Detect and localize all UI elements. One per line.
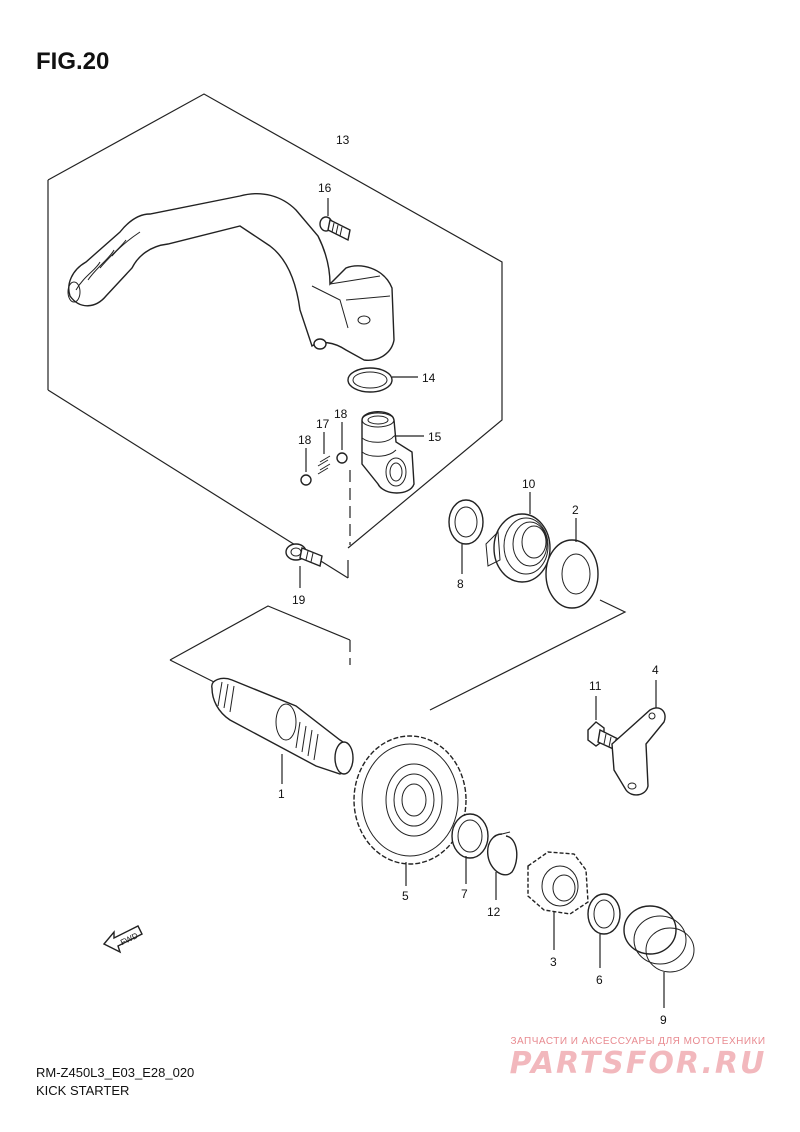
ball-18b — [336, 422, 348, 464]
callout-1: 1 — [278, 787, 285, 801]
kick-boss-15 — [361, 411, 424, 494]
kick-gear-5 — [353, 735, 467, 886]
return-spring-10 — [485, 492, 551, 583]
callout-2: 2 — [572, 503, 579, 517]
starter-drive-gear-3 — [527, 851, 589, 950]
callout-12: 12 — [487, 905, 501, 919]
callout-16: 16 — [318, 181, 332, 195]
callout-13: 13 — [336, 133, 350, 147]
circlip-12 — [487, 831, 518, 900]
callout-4: 4 — [652, 663, 659, 677]
spring-9 — [623, 905, 695, 1008]
fwd-arrow-icon: FWD — [102, 925, 143, 954]
kick-lever — [67, 192, 395, 361]
footer: RM-Z450L3_E03_E28_020 KICK STARTER — [36, 1064, 194, 1100]
diagram-name: KICK STARTER — [36, 1083, 130, 1098]
callout-5: 5 — [402, 889, 409, 903]
watermark: ЗАПЧАСТИ И АКСЕССУАРЫ ДЛЯ МОТОТЕХНИКИ PA… — [488, 1036, 788, 1081]
guide-plate-4 — [611, 680, 666, 796]
spring-17 — [317, 432, 331, 475]
assembly-outline-13 — [47, 93, 503, 579]
callout-8: 8 — [457, 577, 464, 591]
ball-18a — [300, 448, 312, 486]
callout-11: 11 — [589, 679, 602, 693]
washer-6 — [587, 893, 621, 968]
callout-18b: 18 — [334, 407, 348, 421]
callout-14: 14 — [422, 371, 436, 385]
oil-seal-8 — [448, 499, 484, 574]
o-ring-14 — [347, 367, 418, 393]
diagram-code: RM-Z450L3_E03_E28_020 — [36, 1065, 195, 1080]
callout-18a: 18 — [298, 433, 312, 447]
callout-7: 7 — [461, 887, 468, 901]
watermark-brand: PARTSFOR.RU — [509, 1046, 767, 1081]
callout-6: 6 — [596, 973, 603, 987]
washer-2 — [545, 518, 599, 609]
callout-9: 9 — [660, 1013, 667, 1027]
callout-15: 15 — [428, 430, 442, 444]
watermark-tagline: ЗАПЧАСТИ И АКСЕССУАРЫ ДЛЯ МОТОТЕХНИКИ — [510, 1036, 766, 1047]
washer-7 — [451, 813, 489, 884]
figure-title: FIG.20 — [36, 48, 110, 75]
callout-17: 17 — [316, 417, 330, 431]
callout-10: 10 — [522, 477, 536, 491]
callout-3: 3 — [550, 955, 557, 969]
bolt-16 — [319, 198, 351, 242]
bolt-19 — [285, 543, 323, 588]
callout-19: 19 — [292, 593, 306, 607]
kick-shaft-1 — [211, 677, 354, 784]
